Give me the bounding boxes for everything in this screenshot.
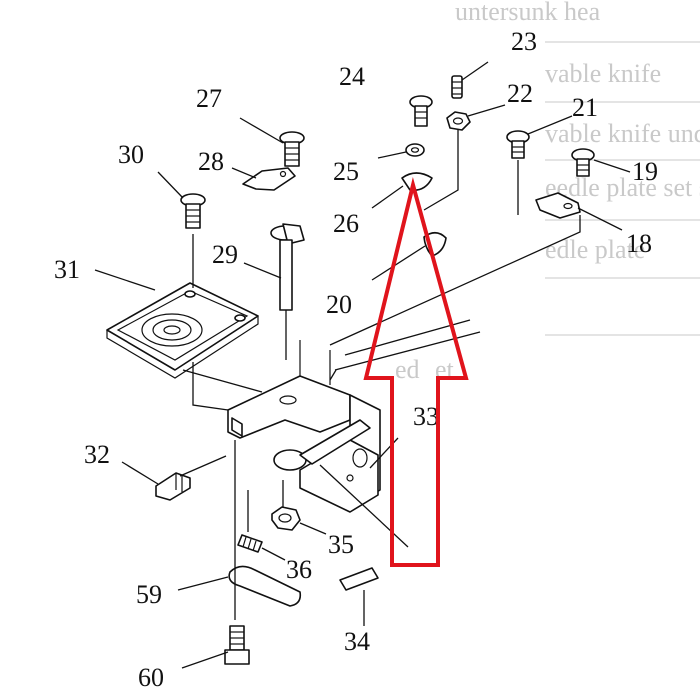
- bg-text-line-1: untersunk hea: [455, 0, 601, 26]
- plate-31: [106, 282, 259, 379]
- callout-26: 26: [333, 209, 359, 238]
- screw-21: [506, 130, 530, 159]
- callout-33: 33: [413, 402, 439, 431]
- screw-27: [279, 131, 305, 167]
- cam-26: [401, 172, 433, 192]
- parts-line-art: [94, 61, 631, 669]
- red-up-arrow: [363, 177, 469, 567]
- callout-27: 27: [196, 84, 222, 113]
- callout-29: 29: [212, 240, 238, 269]
- part-callouts: 19 18 20 21 22 23 24 25 26 27 28 29 30 3…: [54, 27, 658, 692]
- background-rules: [545, 41, 700, 336]
- callout-24: 24: [339, 62, 365, 91]
- nut-22: [446, 111, 471, 131]
- callout-21: 21: [572, 93, 598, 122]
- callout-60: 60: [138, 663, 164, 692]
- callout-32: 32: [84, 440, 110, 469]
- callout-36: 36: [286, 555, 312, 584]
- shaft-29: [270, 223, 305, 360]
- bg-text-line-6: ed: [395, 355, 420, 384]
- screw-32: [155, 472, 191, 501]
- screw-24: [409, 95, 433, 127]
- callout-23: 23: [511, 27, 537, 56]
- nut-35: [271, 506, 301, 531]
- callout-59: 59: [136, 580, 162, 609]
- screw-19: [571, 148, 595, 177]
- bg-text-line-3: vable knife unde: [545, 119, 700, 148]
- callout-22: 22: [507, 79, 533, 108]
- washer-25: [405, 143, 425, 157]
- screw-60: [224, 625, 250, 665]
- callout-31: 31: [54, 255, 80, 284]
- lever-59: [228, 565, 302, 607]
- callout-34: 34: [344, 627, 370, 656]
- callout-30: 30: [118, 140, 144, 169]
- clip-28: [242, 167, 296, 191]
- assembly-guide-lines: [179, 130, 581, 620]
- screw-30: [180, 193, 206, 288]
- bg-text-line-2: vable knife: [545, 59, 661, 88]
- background-text: untersunk hea vable knife vable knife un…: [395, 0, 700, 384]
- callout-35: 35: [328, 530, 354, 559]
- bg-text-line-4: eedle plate set scre: [545, 173, 700, 202]
- pin-34: [339, 567, 379, 591]
- bracket-assembly-33: [227, 340, 381, 513]
- callout-20: 20: [326, 290, 352, 319]
- bracket-18: [535, 192, 581, 219]
- callout-25: 25: [333, 157, 359, 186]
- callout-leaders: [94, 61, 631, 669]
- pin-23: [451, 75, 463, 99]
- spring-36: [237, 534, 263, 553]
- callout-28: 28: [198, 147, 224, 176]
- callout-19: 19: [632, 157, 658, 186]
- callout-18: 18: [626, 229, 652, 258]
